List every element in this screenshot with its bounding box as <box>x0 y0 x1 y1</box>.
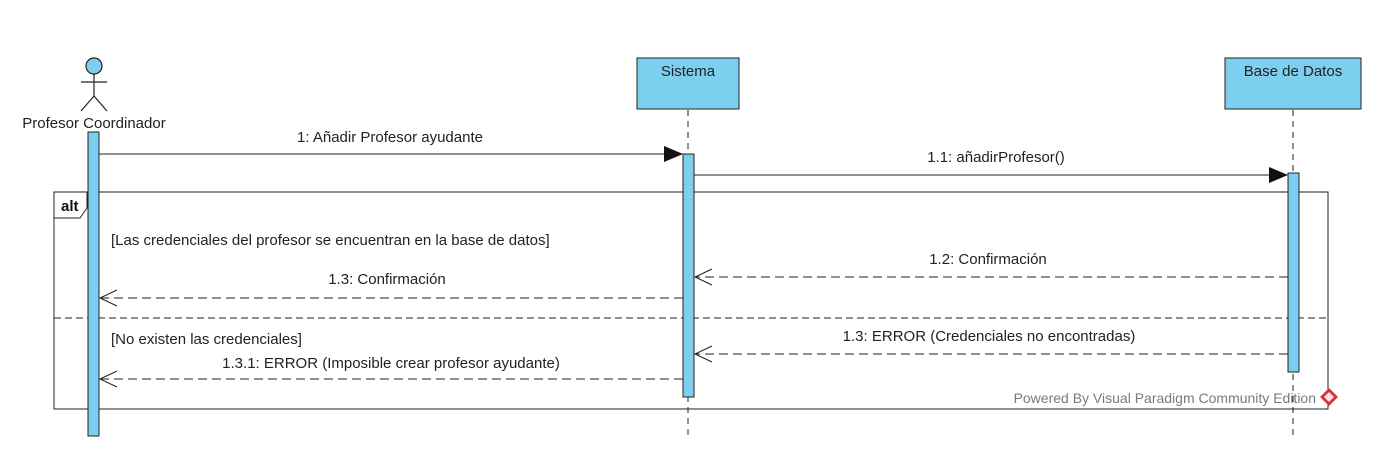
actor-label: Profesor Coordinador <box>22 115 165 132</box>
message-1-3-error-arrow[interactable] <box>693 345 1288 363</box>
message-1-label: 1: Añadir Profesor ayudante <box>297 129 483 146</box>
alt-fragment[interactable]: alt <box>53 191 1329 410</box>
guard-2: [No existen las credenciales] <box>111 331 302 348</box>
participant-base-datos[interactable]: Base de Datos <box>1224 57 1362 110</box>
message-1-3-arrow[interactable] <box>98 289 683 307</box>
participant-base-datos-label: Base de Datos <box>1244 63 1342 80</box>
message-1-2-label: 1.2: Confirmación <box>929 251 1047 268</box>
message-1-arrow[interactable] <box>99 146 683 162</box>
message-1-1-arrow[interactable] <box>694 167 1288 183</box>
watermark-text: Powered By Visual Paradigm Community Edi… <box>1014 390 1316 406</box>
activation-base-datos <box>1287 172 1300 373</box>
message-1-3-label: 1.3: Confirmación <box>328 271 446 288</box>
message-1-3-1-arrow[interactable] <box>98 370 683 388</box>
participant-sistema-label: Sistema <box>661 63 716 80</box>
guard-1: [Las credenciales del profesor se encuen… <box>111 232 550 249</box>
participant-sistema[interactable]: Sistema <box>636 57 740 110</box>
visual-paradigm-logo-icon <box>1320 388 1338 406</box>
actor-icon[interactable] <box>80 57 108 112</box>
message-1-3-1-label: 1.3.1: ERROR (Imposible crear profesor a… <box>222 355 560 372</box>
message-1-1-label: 1.1: añadirProfesor() <box>927 149 1065 166</box>
message-1-3-error-label: 1.3: ERROR (Credenciales no encontradas) <box>843 328 1136 345</box>
activation-actor <box>87 131 100 437</box>
alt-operator-label: alt <box>61 198 79 215</box>
activation-sistema <box>682 153 695 398</box>
message-1-2-arrow[interactable] <box>693 268 1288 286</box>
